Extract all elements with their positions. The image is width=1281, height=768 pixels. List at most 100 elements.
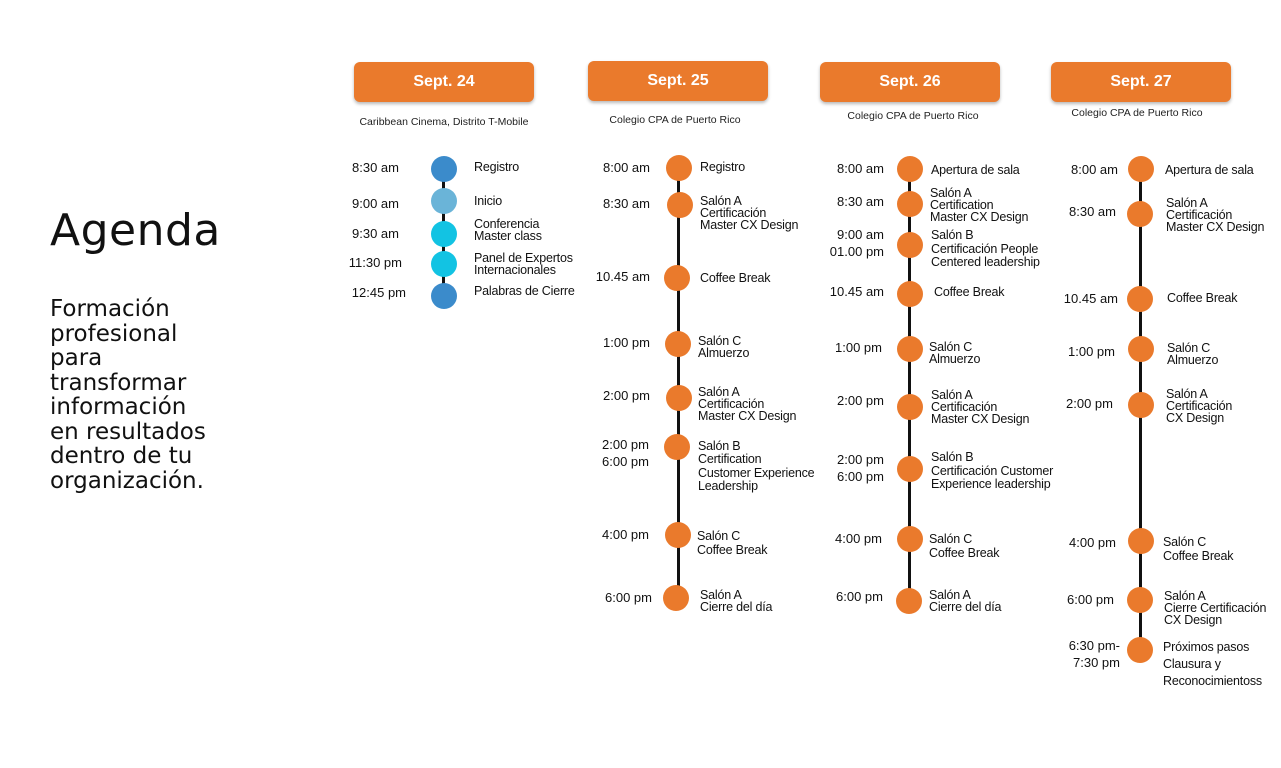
- day-header-button[interactable]: Sept. 27: [1051, 62, 1231, 102]
- event-time: 6:00 pm: [605, 590, 652, 605]
- event-label: Salón C Coffee Break: [1163, 535, 1234, 563]
- venue-label: Colegio CPA de Puerto Rico: [609, 114, 741, 126]
- timeline-dot: [664, 265, 690, 291]
- timeline-dot: [666, 155, 692, 181]
- timeline-dot: [1128, 528, 1154, 554]
- event-time: 8:30 am: [837, 194, 884, 209]
- event-time: 10.45 am: [595, 269, 650, 284]
- event-time: 8:00 am: [837, 161, 884, 176]
- event-time: 2:00 pm: [603, 388, 650, 403]
- event-time: 1:00 pm: [835, 340, 882, 355]
- event-label: Apertura de sala: [1165, 163, 1254, 177]
- event-time: 9:00 am 01.00 pm: [829, 227, 884, 259]
- event-label: Salón A Cierre del día: [929, 588, 1002, 614]
- event-time: 2:00 pm 6:00 pm: [602, 437, 649, 469]
- event-time: 8:30 am: [603, 196, 650, 211]
- timeline-dot: [664, 434, 690, 460]
- day-header-button[interactable]: Sept. 26: [820, 62, 1000, 102]
- event-time: 9:30 am: [352, 226, 399, 241]
- event-time: 2:00 pm 6:00 pm: [837, 452, 884, 484]
- event-label: Registro: [700, 160, 745, 174]
- venue-label: Caribbean Cinema, Distrito T-Mobile: [359, 116, 529, 128]
- event-label: Palabras de Cierre: [474, 284, 575, 298]
- event-label: Salón B Certificación People Centered le…: [931, 228, 1040, 269]
- event-label: Salón A Certificación Master CX Design: [700, 194, 799, 232]
- timeline-dot: [1127, 637, 1153, 663]
- event-label: Salón A Certificación Master CX Design: [698, 385, 797, 423]
- event-label: Salón A Certificación CX Design: [1166, 387, 1233, 425]
- timeline-dot: [431, 283, 457, 309]
- event-label: Salón B Certificación Customer Experienc…: [931, 450, 1054, 491]
- timeline-dot: [431, 156, 457, 182]
- event-time: 4:00 pm: [1069, 535, 1116, 550]
- timeline-dot: [665, 522, 691, 548]
- timeline-dot: [431, 188, 457, 214]
- page-title: Agenda: [50, 205, 221, 256]
- event-label: Salón B Certification Customer Experienc…: [698, 439, 815, 494]
- timeline-dot: [897, 232, 923, 258]
- event-time: 4:00 pm: [835, 531, 882, 546]
- event-label: Panel de Expertos Internacionales: [474, 251, 573, 277]
- timeline-dot: [896, 588, 922, 614]
- timeline-dot: [897, 394, 923, 420]
- event-label: Registro: [474, 160, 519, 174]
- event-label: Salón A Certification Master CX Design: [930, 186, 1029, 224]
- timeline-dot: [431, 251, 457, 277]
- agenda-subtitle: Formación profesional para transformar i…: [50, 296, 206, 494]
- timeline-dot: [666, 385, 692, 411]
- timeline-line: [908, 170, 911, 600]
- event-label: Salón C Coffee Break: [697, 529, 768, 557]
- event-time: 2:00 pm: [837, 393, 884, 408]
- event-time: 1:00 pm: [603, 335, 650, 350]
- event-time: 10.45 am: [829, 284, 884, 299]
- event-label: Salón A Cierre Certificación CX Design: [1164, 589, 1267, 627]
- timeline-dot: [897, 456, 923, 482]
- event-time: 4:00 pm: [602, 527, 649, 542]
- timeline-dot: [665, 331, 691, 357]
- timeline-dot: [1127, 286, 1153, 312]
- event-time: 8:00 am: [1071, 162, 1118, 177]
- timeline-dot: [1127, 587, 1153, 613]
- event-time: 6:00 pm: [836, 589, 883, 604]
- timeline-dot: [897, 281, 923, 307]
- timeline-dot: [897, 191, 923, 217]
- event-label: Coffee Break: [934, 285, 1005, 299]
- event-time: 11:30 pm: [348, 255, 402, 270]
- event-time: 1:00 pm: [1068, 344, 1115, 359]
- event-label: Coffee Break: [1167, 291, 1238, 305]
- event-time: 8:30 am: [1069, 204, 1116, 219]
- event-time: 8:00 am: [603, 160, 650, 175]
- event-label: Conferencia Master class: [474, 217, 542, 243]
- event-time: 2:00 pm: [1066, 396, 1113, 411]
- timeline-dot: [1128, 336, 1154, 362]
- event-label: Coffee Break: [700, 271, 771, 285]
- event-label: Salón A Cierre del día: [700, 588, 773, 614]
- venue-label: Colegio CPA de Puerto Rico: [1071, 107, 1203, 119]
- timeline-dot: [897, 156, 923, 182]
- event-label: Inicio: [474, 194, 502, 208]
- day-header-button[interactable]: Sept. 25: [588, 61, 768, 101]
- event-time: 12:45 pm: [351, 285, 406, 300]
- venue-label: Colegio CPA de Puerto Rico: [847, 110, 979, 122]
- event-label: Salón C Almuerzo: [929, 340, 981, 366]
- event-time: 8:30 am: [352, 160, 399, 175]
- event-time: 9:00 am: [352, 196, 399, 211]
- timeline-dot: [1128, 392, 1154, 418]
- event-label: Salón C Almuerzo: [1167, 341, 1219, 367]
- timeline-dot: [897, 526, 923, 552]
- timeline-dot: [667, 192, 693, 218]
- timeline-dot: [663, 585, 689, 611]
- event-label: Salón C Coffee Break: [929, 532, 1000, 560]
- event-label: Salón A Certificación Master CX Design: [931, 388, 1030, 426]
- timeline-dot: [1127, 201, 1153, 227]
- timeline-dot: [431, 221, 457, 247]
- timeline-dot: [1128, 156, 1154, 182]
- event-label: Próximos pasos Clausura y Reconocimiento…: [1163, 640, 1262, 688]
- day-header-button[interactable]: Sept. 24: [354, 62, 534, 102]
- timeline-line: [677, 168, 680, 598]
- event-label: Salón A Certificación Master CX Design: [1166, 196, 1265, 234]
- event-time: 6:00 pm: [1067, 592, 1114, 607]
- timeline-dot: [897, 336, 923, 362]
- event-label: Salón C Almuerzo: [698, 334, 750, 360]
- event-time: 6:30 pm- 7:30 pm: [1068, 638, 1120, 670]
